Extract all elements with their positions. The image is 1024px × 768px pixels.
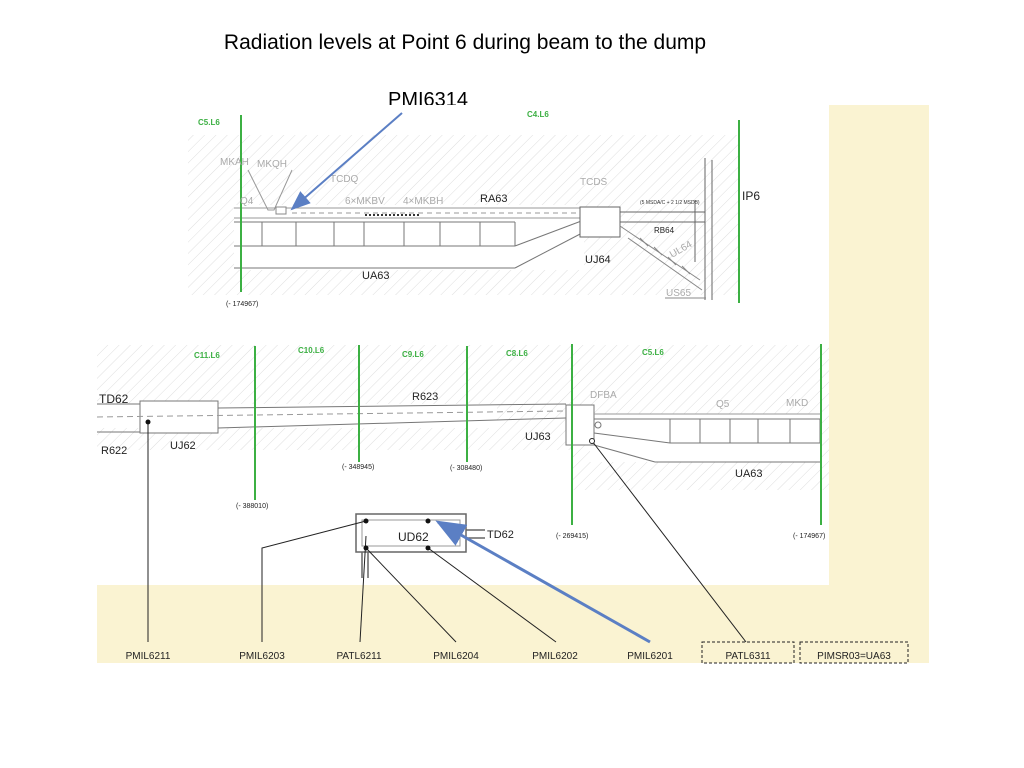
label-tcdq: TCDQ — [330, 174, 359, 185]
tunnel-line — [593, 444, 656, 463]
sensor-dots — [145, 419, 431, 551]
label-mkqh: MKQH — [257, 159, 287, 170]
label-dist-5: (- 174967) — [793, 533, 825, 540]
tunnel-line — [217, 403, 567, 409]
label-dist-4: (- 269415) — [556, 533, 588, 540]
label-mkd: MKD — [786, 398, 808, 409]
label-mkbh: 4×MKBH — [403, 196, 443, 207]
q4-magnet — [275, 206, 287, 215]
label-dist-1: (- 348945) — [342, 464, 374, 471]
label-td62-left: TD62 — [99, 392, 129, 406]
label-msda: (5 MSDA/C + 2 1/2 MSDB) — [640, 200, 700, 206]
label-uj64: UJ64 — [585, 254, 611, 266]
tunnel-line — [514, 231, 585, 269]
slide-title: Radiation levels at Point 6 during beam … — [223, 31, 707, 54]
mk-leader — [247, 169, 293, 211]
label-dist-3: (- 388010) — [236, 503, 268, 510]
tunnel-segments — [261, 222, 516, 246]
sensor-dot — [145, 419, 151, 425]
tcds-box — [579, 206, 621, 238]
marker-label-c9: C9.L6 — [402, 350, 424, 359]
dashed-box-pimsr03 — [799, 641, 909, 664]
label-mkbv: 6×MKBV — [345, 196, 385, 207]
monitor-label-pmil6204: PMIL6204 — [433, 651, 479, 662]
tunnel-line — [514, 219, 585, 247]
label-q5: Q5 — [716, 399, 730, 410]
uj63-chamber — [565, 404, 595, 446]
tunnel-line — [217, 417, 567, 429]
label-r623: R623 — [412, 391, 438, 403]
monitor-label-pmil6201: PMIL6201 — [627, 651, 673, 662]
beam-line — [96, 410, 567, 418]
label-dist-2: (- 308480) — [450, 465, 482, 472]
label-ua63-mid: UA63 — [735, 468, 763, 480]
marker-label-c8: C8.L6 — [506, 349, 528, 358]
label-r622: R622 — [101, 445, 127, 457]
sensor-dot-uj63 — [589, 438, 595, 444]
label-ip6: IP6 — [742, 189, 760, 203]
monitor-label-patl6311: PATL6311 — [725, 651, 770, 662]
marker-label-c11: C11.L6 — [194, 351, 220, 360]
monitor-label-patl6211: PATL6211 — [336, 651, 381, 662]
sensor-dot — [425, 518, 431, 524]
tunnel-interior — [590, 414, 820, 462]
label-tcds: TCDS — [580, 177, 608, 188]
monitor-label-pmil6203: PMIL6203 — [239, 651, 285, 662]
marker-label-c5-top: C5.L6 — [198, 118, 220, 127]
callout-arrow-pmil6201 — [435, 520, 651, 644]
dashed-box-patl6311 — [701, 641, 795, 664]
sensor-dot — [363, 518, 369, 524]
callout-arrow-pmi6314 — [290, 112, 403, 211]
label-uj63: UJ63 — [525, 431, 551, 443]
monitor-label-pimsr03: PIMSR03=UA63 — [817, 651, 891, 662]
monitor-label-pmil6211: PMIL6211 — [126, 651, 171, 662]
leader-lines — [147, 422, 747, 643]
label-mkah: MKAH — [220, 157, 249, 168]
uj62-chamber — [139, 400, 219, 434]
label-rb64: RB64 — [654, 226, 675, 235]
dfba-marker — [594, 421, 602, 429]
label-us65: US65 — [666, 288, 691, 299]
marker-label-c5-mid: C5.L6 — [642, 348, 664, 357]
label-dist-top: (- 174967) — [226, 301, 258, 308]
label-uj62: UJ62 — [170, 440, 196, 452]
sensor-dot — [363, 545, 369, 551]
label-ua63-top: UA63 — [362, 270, 390, 282]
label-ud62: UD62 — [398, 530, 429, 544]
ul64-tunnel — [619, 225, 703, 291]
monitor-labels: PMIL6211 PMIL6203 PATL6211 PMIL6204 PMIL… — [126, 651, 892, 662]
label-td62-ud: TD62 — [487, 529, 514, 541]
label-q4: Q4 — [240, 196, 254, 207]
tunnel-line — [593, 432, 671, 444]
label-ra63: RA63 — [480, 193, 508, 205]
label-dfba: DFBA — [590, 390, 617, 401]
sensor-dot — [425, 545, 431, 551]
marker-label-c10: C10.L6 — [298, 346, 325, 355]
top-section: C5.L6 C4.L6 MKAH MKQH TCDQ Q4 6×MKBV 4×M… — [188, 110, 760, 308]
marker-label-c4-top: C4.L6 — [527, 110, 549, 119]
ip6-structure — [694, 158, 713, 300]
monitor-label-pmil6202: PMIL6202 — [532, 651, 578, 662]
middle-section: C11.L6 C10.L6 C9.L6 C8.L6 C5.L6 TD62 R62… — [96, 344, 829, 540]
